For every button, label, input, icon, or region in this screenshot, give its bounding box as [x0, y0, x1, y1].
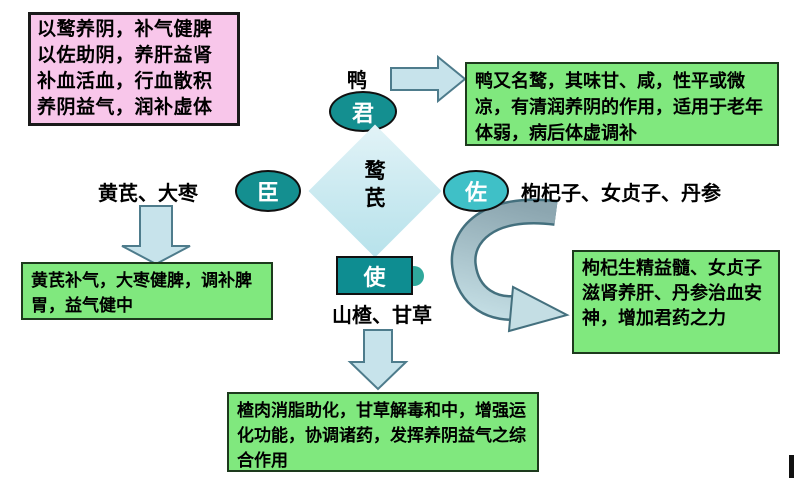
- curved-arrow-icon: [453, 201, 558, 319]
- herb-label-zuo: 枸杞子、女贞子、丹参: [521, 183, 721, 205]
- formula-char-1: 鹜: [364, 160, 386, 183]
- note-box-zuo: 枸杞生精益髓、女贞子滋肾养肝、丹参治血安神，增加君药之力: [572, 250, 780, 354]
- principle-line: 补血活血，行血散积: [37, 71, 213, 92]
- role-label-zuo: 佐: [464, 180, 487, 205]
- arrow-down-center-icon: [347, 329, 409, 391]
- herb-label-chen: 黄芪、大枣: [98, 183, 198, 205]
- principle-box: 以鹜养阴，补气健脾 以佐助阴，养肝益肾 补血活血，行血散积 养阴益气，润补虚体: [28, 12, 240, 126]
- principle-line: 以佐助阴，养肝益肾: [37, 45, 213, 66]
- formula-char-2: 芪: [364, 187, 386, 210]
- role-node-shi: 使: [336, 256, 413, 295]
- arrow-down-left-icon: [121, 205, 191, 266]
- role-label-chen: 臣: [256, 180, 279, 205]
- role-node-jun: 君: [329, 91, 397, 132]
- note-box-jun: 鸭又名鹜，其味甘、咸，性平或微凉，有清润养阴的作用，适用于老年体弱，病后体虚调补: [465, 62, 779, 146]
- curved-arrow-head: [507, 285, 570, 333]
- role-node-chen: 臣: [235, 170, 301, 212]
- role-label-shi: 使: [363, 264, 386, 290]
- note-box-chen: 黄芪补气，大枣健脾，调补脾胃，益气健中: [21, 262, 273, 320]
- note-box-shi: 楂肉消脂助化，甘草解毒和中，增强运化功能，协调诸药，发挥养阴益气之综合作用: [227, 392, 539, 472]
- principle-line: 养阴益气，润补虚体: [37, 97, 213, 118]
- text-cursor-artifact: [789, 455, 794, 478]
- herb-label-jun: 鸭: [347, 70, 367, 92]
- herb-label-shi: 山楂、甘草: [332, 305, 432, 327]
- role-node-zuo: 佐: [443, 170, 509, 212]
- principle-line: 以鹜养阴，补气健脾: [37, 19, 213, 40]
- role-label-jun: 君: [351, 100, 374, 126]
- formula-name: 鹜 芪: [345, 158, 405, 212]
- arrow-right-icon: [390, 54, 467, 104]
